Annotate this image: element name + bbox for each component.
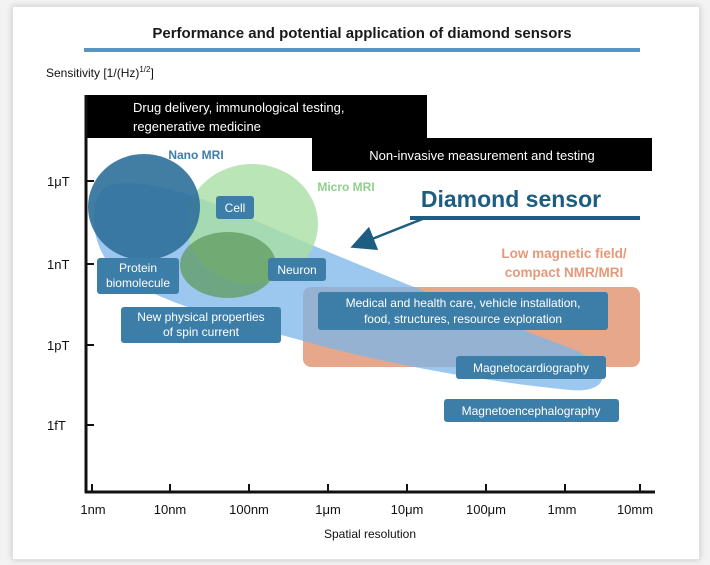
magnetoencephalography-box xyxy=(444,399,619,422)
drug-delivery-bar xyxy=(86,95,427,138)
cell-label: Cell xyxy=(225,201,246,215)
drug-delivery-line-2: regenerative medicine xyxy=(133,119,261,134)
medical-box xyxy=(318,292,608,330)
x-tick-label: 10mm xyxy=(617,502,653,517)
y-tick-label: 1μT xyxy=(47,174,70,189)
y-tick-label: 1fT xyxy=(47,418,66,433)
x-axis-ticks: 1nm 10nm 100nm 1μm 10μm 100μm 1mm 10mm xyxy=(80,484,653,517)
drug-delivery-line-1: Drug delivery, immunological testing, xyxy=(133,100,344,115)
x-axis-label: Spatial resolution xyxy=(324,527,416,541)
cell-box xyxy=(216,196,254,219)
x-tick-label: 1nm xyxy=(80,502,105,517)
medical-label-1: Medical and health care, vehicle install… xyxy=(346,296,581,310)
spin-current-box xyxy=(121,307,281,343)
y-tick-label: 1nT xyxy=(47,257,69,272)
nano-mri-label: Nano MRI xyxy=(168,148,223,162)
magnetocardiography-label: Magnetocardiography xyxy=(473,361,589,375)
x-tick-label: 1μm xyxy=(315,502,341,517)
y-tick-label: 1pT xyxy=(47,338,69,353)
y-axis-label: Sensitivity [1/(Hz)1/2] xyxy=(46,65,154,80)
protein-label-1: Protein xyxy=(119,261,157,275)
diamond-sensor-underline xyxy=(410,216,640,220)
diamond-sensor-arrow xyxy=(350,216,426,251)
x-tick-label: 10nm xyxy=(154,502,187,517)
magnetoencephalography-label: Magnetoencephalography xyxy=(462,404,601,418)
x-tick-label: 1mm xyxy=(548,502,577,517)
spin-current-label-2: of spin current xyxy=(163,325,240,339)
non-invasive-bar xyxy=(312,138,652,171)
diagram-title: Performance and potential application of… xyxy=(152,25,571,42)
neuron-box xyxy=(268,258,326,281)
non-invasive-label: Non-invasive measurement and testing xyxy=(369,148,594,163)
title-underline xyxy=(84,48,640,52)
micro-mri-label: Micro MRI xyxy=(317,180,374,194)
nano-mri-region xyxy=(88,154,200,260)
overlap-region xyxy=(180,232,276,298)
diamond-sensor-label: Diamond sensor xyxy=(421,186,601,212)
medical-label-2: food, structures, resource exploration xyxy=(364,312,562,326)
x-tick-label: 10μm xyxy=(391,502,424,517)
spin-current-label-1: New physical properties xyxy=(137,310,264,324)
low-magnetic-field-label-1: Low magnetic field/ xyxy=(501,246,627,261)
y-axis-ticks: 1μT 1nT 1pT 1fT xyxy=(47,174,94,433)
x-tick-label: 100μm xyxy=(466,502,506,517)
neuron-label: Neuron xyxy=(277,263,316,277)
protein-box xyxy=(97,258,179,294)
low-magnetic-field-label-2: compact NMR/MRI xyxy=(505,265,624,280)
protein-label-2: biomolecule xyxy=(106,276,170,290)
magnetocardiography-box xyxy=(456,356,606,379)
x-tick-label: 100nm xyxy=(229,502,269,517)
